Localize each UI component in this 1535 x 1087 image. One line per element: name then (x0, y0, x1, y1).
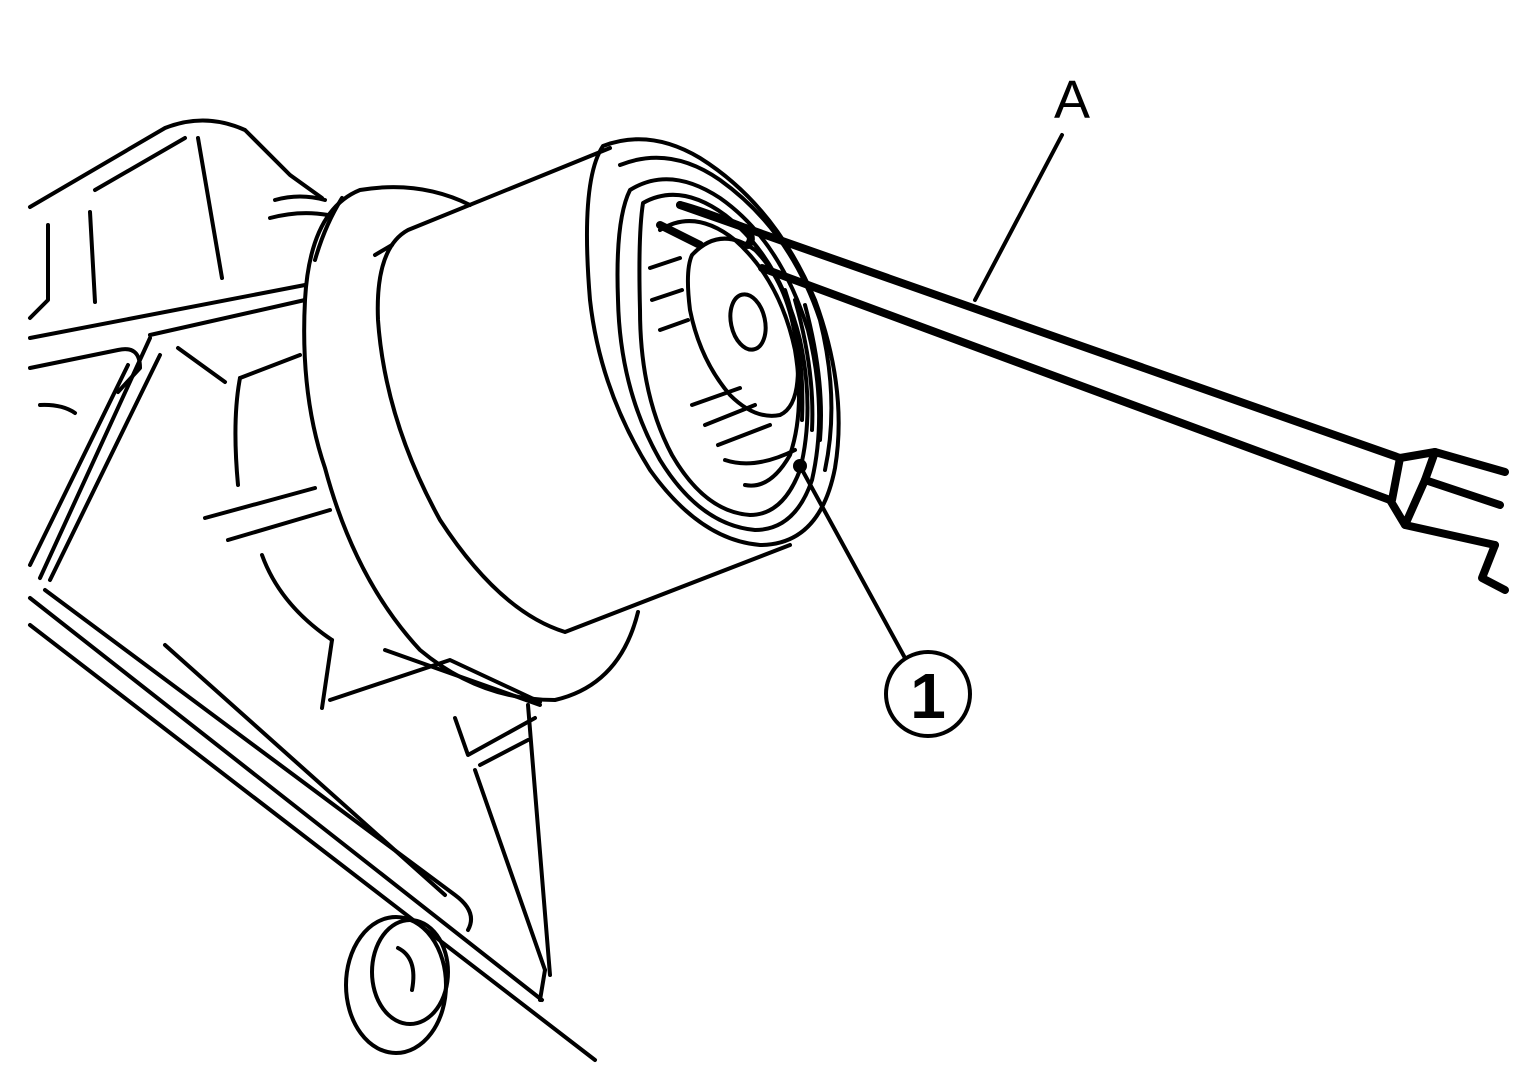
callout-a: A (973, 70, 1090, 302)
housing-plug (344, 915, 450, 1055)
mounting-hub (302, 185, 640, 702)
tensioner-pulley (373, 137, 841, 634)
callout-1-label: 1 (910, 660, 946, 732)
callout-1: 1 (793, 459, 972, 738)
engine-bracket (28, 118, 597, 1062)
tool-allen-wrench (656, 201, 1509, 594)
callout-a-label: A (1054, 70, 1090, 130)
